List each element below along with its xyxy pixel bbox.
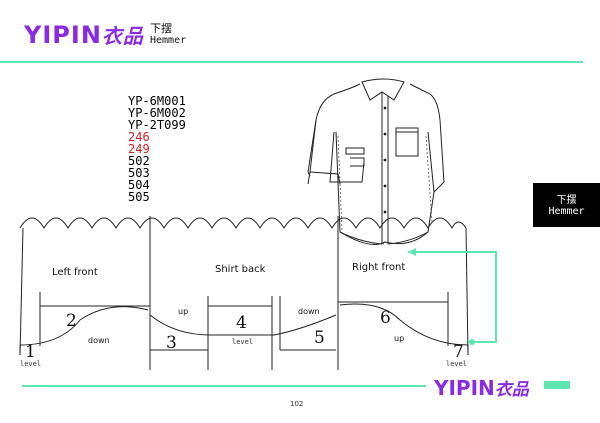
- model-code: 505: [128, 190, 150, 204]
- direction-down-label: down: [88, 336, 110, 345]
- page-title-cn: 下摆: [150, 22, 172, 35]
- connector-line: [408, 251, 497, 343]
- brand-logo-bottom: YIPIN衣品: [434, 375, 529, 400]
- level-label: level: [232, 338, 254, 346]
- model-code-list: YP-6M001 YP-6M002 YP-2T099 246 249 502 5…: [128, 95, 186, 203]
- footer-divider: [22, 385, 426, 387]
- level-label: level: [446, 360, 468, 368]
- page-title-en: Hemmer: [150, 35, 187, 46]
- model-code: YP-6M001: [128, 94, 186, 108]
- step-number: 4: [236, 313, 247, 333]
- panel-left-front: Left front: [52, 267, 98, 278]
- brand-latin: YIPIN: [24, 21, 102, 49]
- model-code-highlight: 249: [128, 142, 150, 156]
- step-number: 7: [453, 342, 464, 362]
- step-number: 5: [314, 328, 325, 348]
- brand-latin: YIPIN: [434, 376, 495, 400]
- brand-logo-top: YIPIN衣品: [24, 20, 144, 49]
- model-code: 503: [128, 166, 150, 180]
- model-code-highlight: 246: [128, 130, 150, 144]
- footer-accent-bar: [544, 381, 570, 389]
- step-number: 2: [66, 311, 77, 331]
- brand-cn: 衣品: [101, 24, 144, 48]
- model-code: YP-2T099: [128, 118, 186, 132]
- brand-cn: 衣品: [494, 380, 529, 400]
- header-divider: [0, 61, 583, 63]
- model-code: YP-6M002: [128, 106, 186, 120]
- model-code: 504: [128, 178, 150, 192]
- fabric-edge: [19, 217, 467, 230]
- tag-label-en: Hemmer: [548, 206, 585, 217]
- step-number: 1: [25, 342, 36, 362]
- page-number: 102: [290, 400, 304, 408]
- direction-up-label: up: [178, 307, 189, 316]
- step-number: 3: [166, 333, 177, 353]
- shirt-illustration: [307, 78, 445, 245]
- step-number: 6: [380, 308, 391, 328]
- level-label: level: [20, 360, 42, 368]
- model-code: 502: [128, 154, 150, 168]
- connector-arrow: [408, 248, 416, 256]
- connector-dot: [469, 339, 475, 345]
- panel-shirt-back: Shirt back: [215, 264, 266, 275]
- panel-right-front: Right front: [352, 262, 406, 273]
- direction-down-label: down: [298, 307, 320, 316]
- direction-up-label: up: [394, 334, 405, 343]
- tag-label-cn: 下摆: [556, 195, 577, 206]
- hemmer-tag: 下摆 Hemmer: [533, 183, 600, 227]
